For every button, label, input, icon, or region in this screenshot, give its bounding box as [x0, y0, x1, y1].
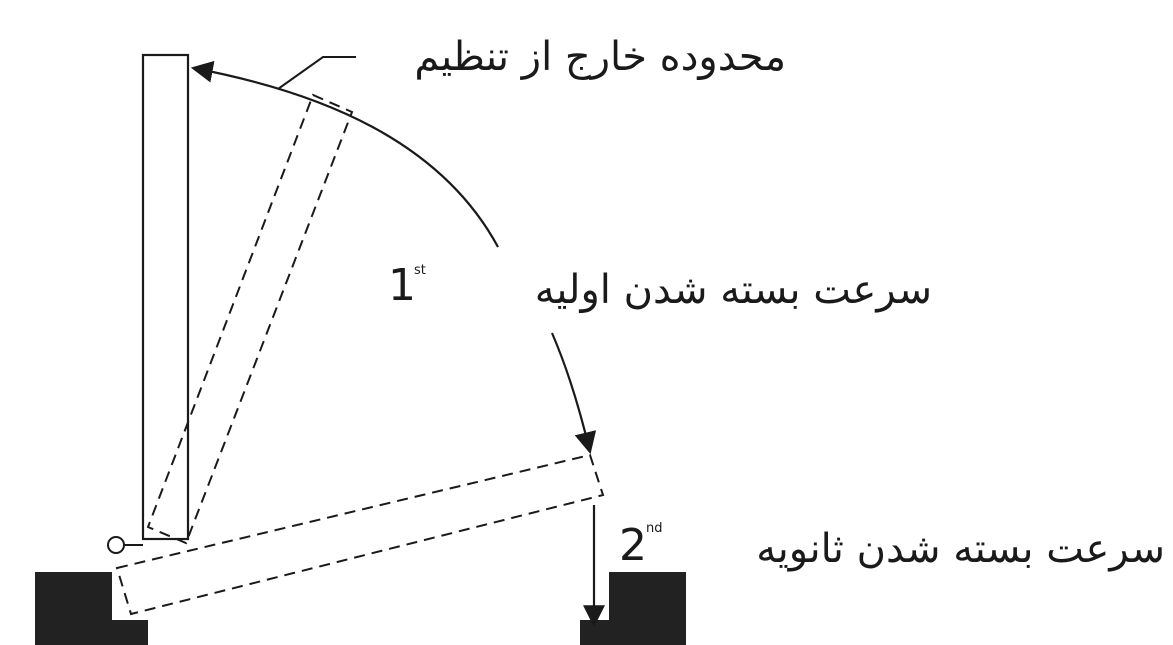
first-speed-suffix: st — [414, 263, 426, 278]
door-open-position — [141, 53, 190, 541]
right-frame-block — [580, 572, 686, 645]
first-speed-number: 1 — [388, 260, 416, 311]
out-of-range-leader — [277, 56, 356, 90]
out-of-range-label: محدوده خارج از تنظیم — [414, 34, 786, 81]
hinge-pivot — [107, 536, 125, 554]
first-speed-arrow — [550, 332, 597, 455]
second-speed-label: سرعت بسته شدن ثانویه — [756, 526, 1165, 572]
door-closing-position — [115, 453, 605, 616]
first-speed-label: سرعت بسته شدن اولیه — [535, 267, 932, 313]
door-intermediate-position — [146, 93, 354, 545]
second-speed-suffix: nd — [646, 521, 663, 536]
second-speed-number: 2 — [619, 520, 647, 571]
out-of-range-arrow — [190, 60, 499, 248]
left-frame-block — [35, 572, 148, 645]
